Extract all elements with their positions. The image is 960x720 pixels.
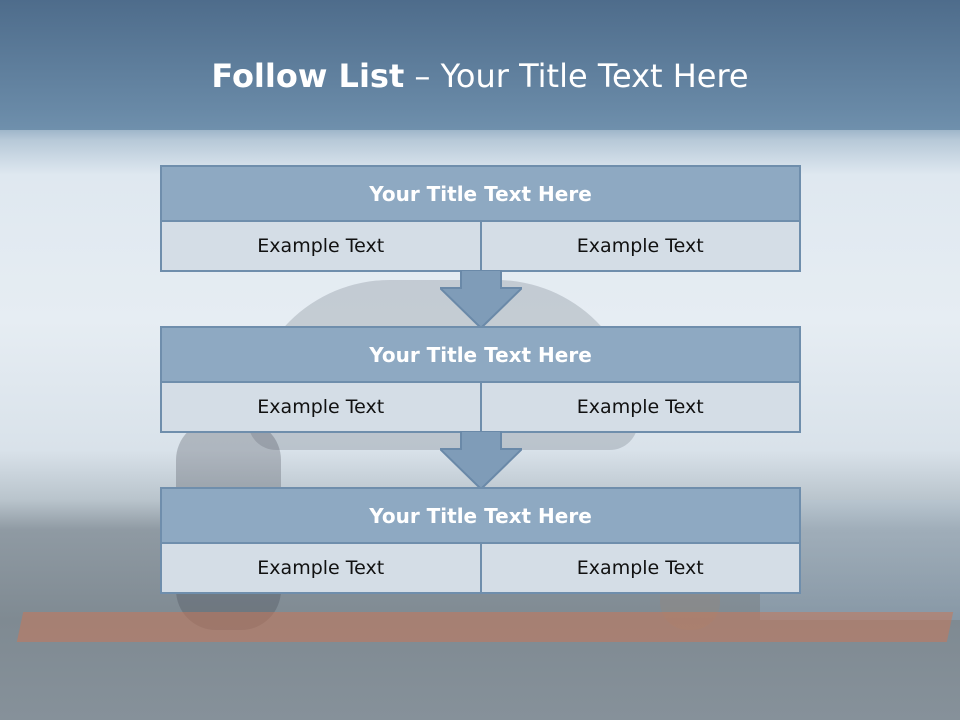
- step-1-left-text: Example Text: [162, 222, 480, 270]
- slide-title-rest: – Your Title Text Here: [404, 57, 749, 95]
- step-3-left-text: Example Text: [162, 544, 480, 592]
- down-arrow-2: [440, 431, 522, 489]
- background-yoga-mat: [16, 612, 954, 642]
- step-2-left-text: Example Text: [162, 383, 480, 431]
- title-band: [0, 0, 960, 130]
- step-3-row: Example Text Example Text: [160, 544, 801, 594]
- step-block-2: Your Title Text Here Example Text Exampl…: [160, 326, 801, 433]
- step-2-right-text: Example Text: [479, 383, 799, 431]
- step-1-row: Example Text Example Text: [160, 222, 801, 272]
- step-3-title: Your Title Text Here: [160, 487, 801, 544]
- step-block-3: Your Title Text Here Example Text Exampl…: [160, 487, 801, 594]
- step-2-row: Example Text Example Text: [160, 383, 801, 433]
- step-1-title: Your Title Text Here: [160, 165, 801, 222]
- down-arrow-1: [440, 270, 522, 328]
- step-3-right-text: Example Text: [479, 544, 799, 592]
- step-1-right-text: Example Text: [479, 222, 799, 270]
- step-block-1: Your Title Text Here Example Text Exampl…: [160, 165, 801, 272]
- slide-title: Follow List – Your Title Text Here: [0, 56, 960, 96]
- step-2-title: Your Title Text Here: [160, 326, 801, 383]
- slide-title-bold: Follow List: [211, 57, 405, 95]
